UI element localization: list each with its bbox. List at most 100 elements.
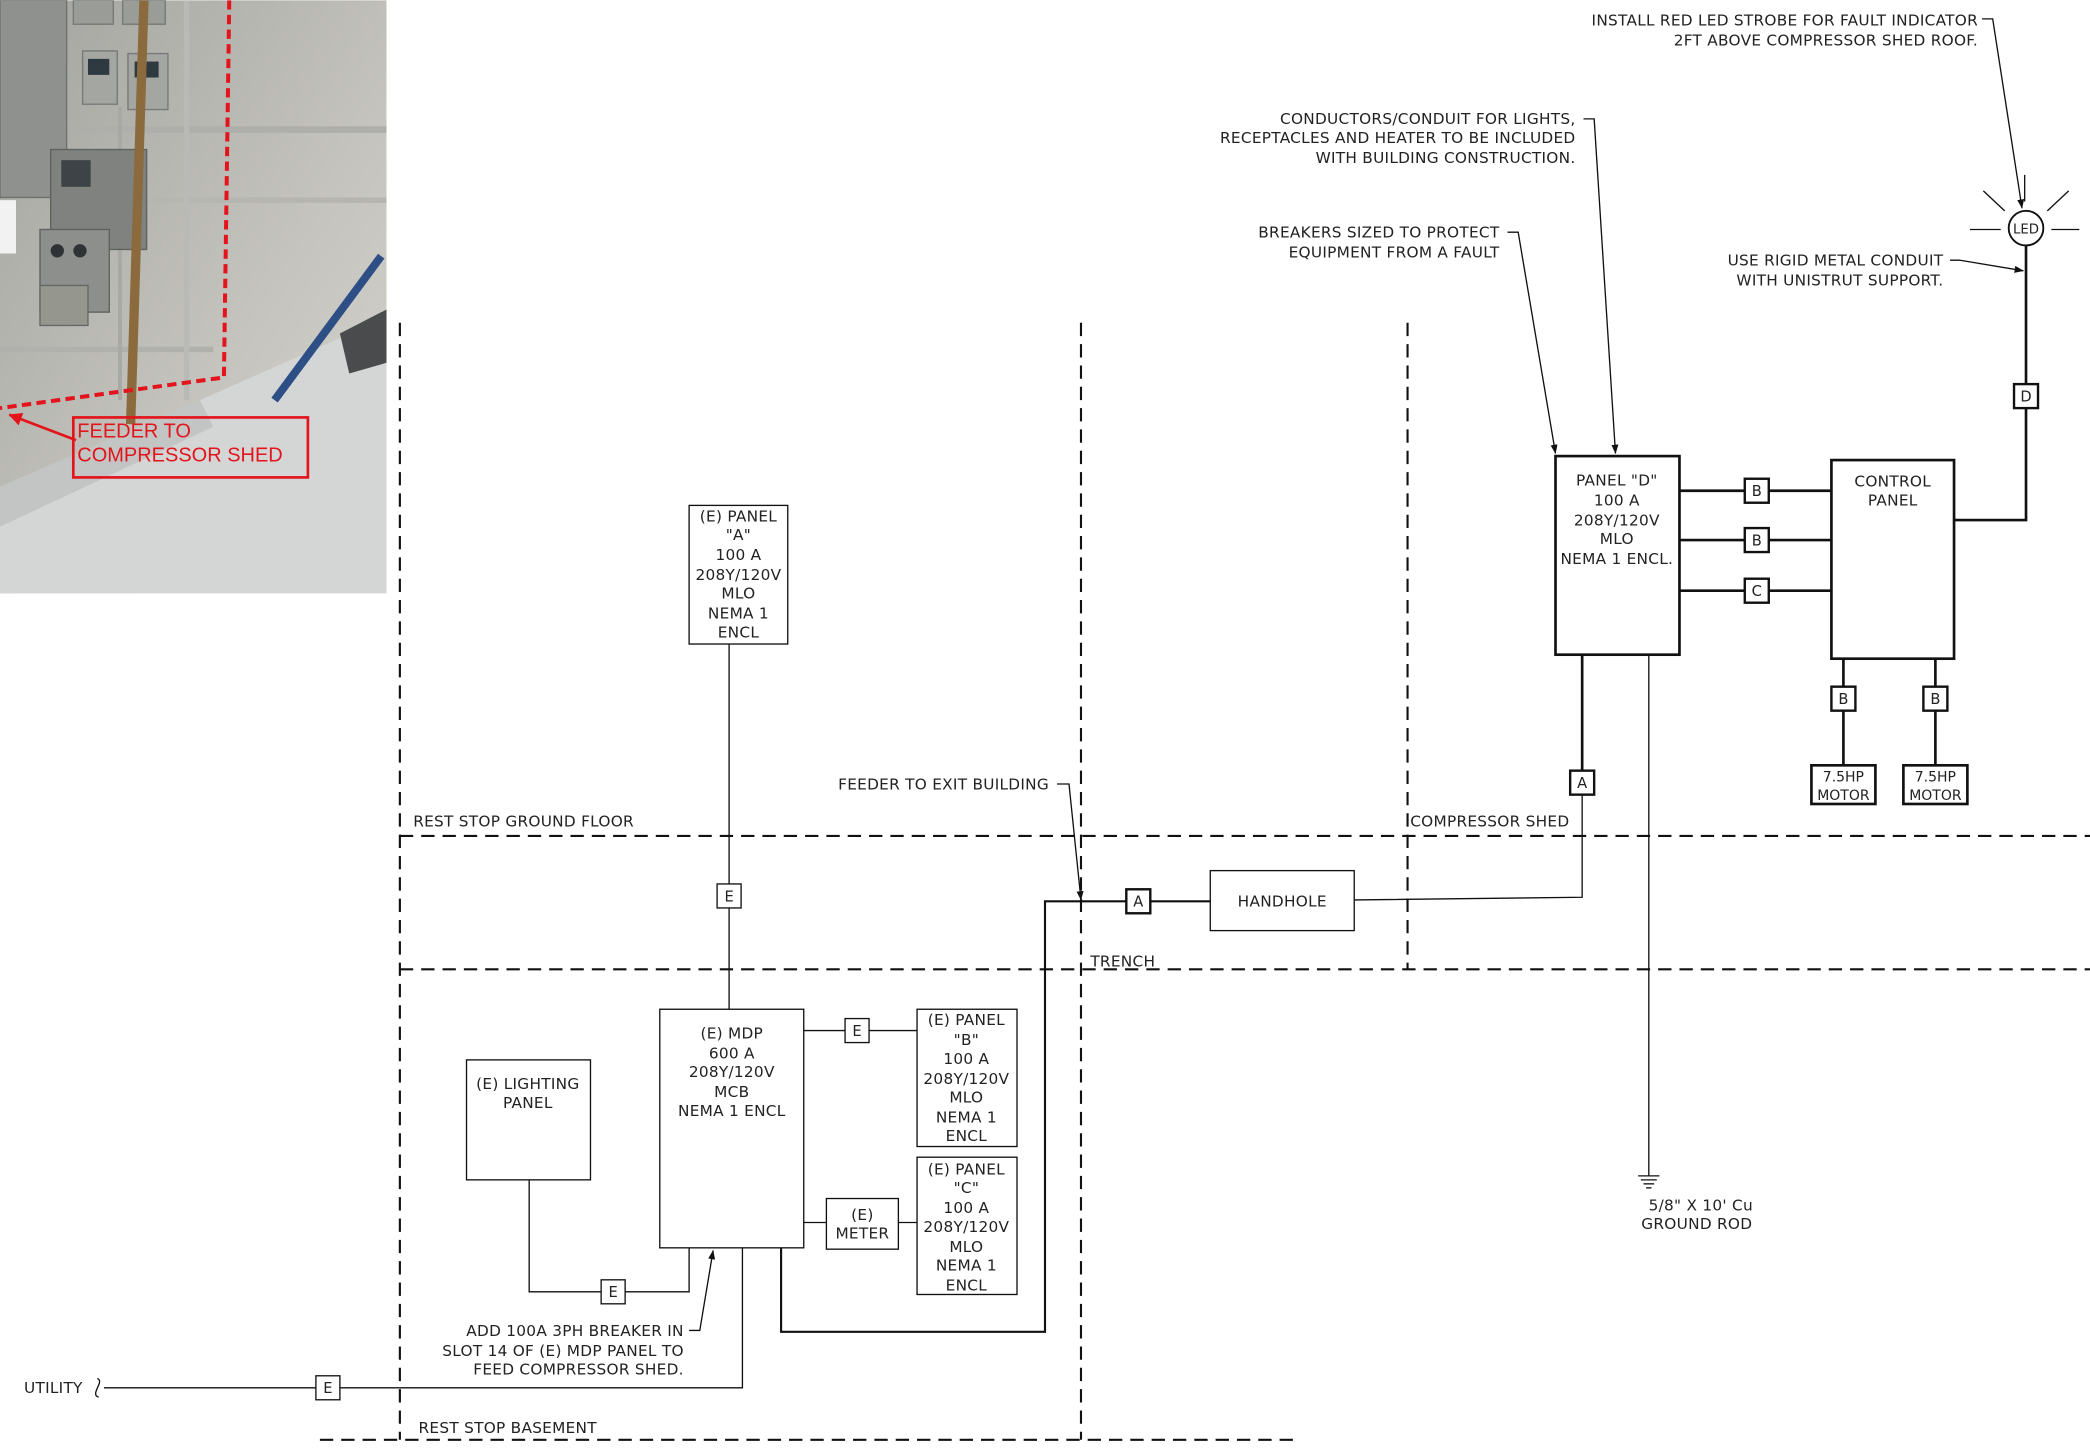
photo-meter-box: [127, 52, 169, 111]
utility-break-symbol: [94, 1377, 101, 1398]
control-panel: CONTROL PANEL: [1830, 458, 1956, 661]
svg-text:WITH UNISTRUT SUPPORT.: WITH UNISTRUT SUPPORT.: [1736, 271, 1943, 289]
photo-floor: [0, 317, 387, 594]
ground-symbol: [1638, 1175, 1660, 1189]
svg-text:EQUIPMENT FROM A FAULT: EQUIPMENT FROM A FAULT: [1289, 243, 1500, 261]
feeder-tag-led: D: [2012, 382, 2040, 410]
feeder-led-strobe: [1954, 245, 2028, 522]
feeder-tag-control-3: C: [1743, 577, 1770, 604]
feeder-tag-motor-1: B: [1830, 685, 1857, 712]
photo-floor-shadow: [0, 400, 214, 527]
svg-text:GROUND ROD: GROUND ROD: [1641, 1215, 1752, 1233]
svg-text:B: B: [1752, 483, 1762, 500]
led-rays-icon: [1970, 174, 2080, 231]
zone-label-basement: REST STOP BASEMENT: [419, 1419, 598, 1437]
svg-text:E: E: [852, 1023, 861, 1040]
svg-text:MLO: MLO: [1600, 530, 1634, 548]
svg-text:PANEL: PANEL: [1868, 491, 1918, 509]
svg-text:208Y/120V: 208Y/120V: [923, 1218, 1009, 1236]
svg-text:7.5HP: 7.5HP: [1915, 769, 1956, 785]
feeder-utility: [103, 1247, 744, 1389]
svg-text:MLO: MLO: [949, 1089, 983, 1107]
svg-text:MLO: MLO: [949, 1238, 983, 1256]
leader-led-strobe: [1982, 18, 2025, 209]
svg-text:7.5HP: 7.5HP: [1823, 769, 1864, 785]
motor-2: 7.5HP MOTOR: [1902, 763, 1969, 806]
photo-boundary: [0, 0, 232, 411]
note-breakers: BREAKERS SIZED TO PROTECT EQUIPMENT FROM…: [1258, 223, 1558, 454]
svg-text:NEMA 1 ENCL: NEMA 1 ENCL: [678, 1102, 786, 1120]
svg-text:SLOT 14 OF (E) MDP PANEL TO: SLOT 14 OF (E) MDP PANEL TO: [442, 1342, 684, 1360]
svg-text:E: E: [609, 1284, 618, 1301]
svg-text:ENCL: ENCL: [946, 1127, 988, 1145]
svg-text:MLO: MLO: [721, 585, 755, 603]
svg-text:B: B: [1752, 532, 1762, 549]
svg-text:METER: METER: [835, 1225, 889, 1243]
svg-text:(E) PANEL: (E) PANEL: [700, 507, 777, 525]
feeder-tag-control-1: B: [1743, 477, 1770, 504]
svg-text:MOTOR: MOTOR: [1909, 788, 1962, 804]
svg-text:NEMA 1: NEMA 1: [936, 1256, 997, 1274]
led-strobe: LED: [1970, 174, 2080, 247]
feeder-tag-trench: A: [1125, 888, 1152, 915]
svg-text:5/8" X 10' Cu: 5/8" X 10' Cu: [1649, 1197, 1753, 1215]
svg-text:ENCL: ENCL: [718, 623, 760, 641]
photo-blue-pole: [271, 253, 385, 403]
lighting-panel: (E) LIGHTING PANEL: [465, 1059, 592, 1181]
photo-switch: [50, 244, 64, 258]
svg-text:PANEL: PANEL: [503, 1094, 553, 1112]
svg-text:BREAKERS SIZED TO PROTECT: BREAKERS SIZED TO PROTECT: [1258, 223, 1500, 241]
svg-text:NEMA 1: NEMA 1: [708, 605, 769, 623]
svg-text:600 A: 600 A: [709, 1045, 755, 1063]
photo-callout-box: [71, 416, 310, 479]
panel-b: (E) PANEL "B" 100 A 208Y/120V MLO NEMA 1…: [916, 1008, 1018, 1148]
note-add-breaker: ADD 100A 3PH BREAKER IN SLOT 14 OF (E) M…: [442, 1249, 716, 1378]
svg-text:NEMA 1: NEMA 1: [936, 1109, 997, 1127]
photo-disconnect-face: [61, 160, 91, 187]
svg-text:ADD 100A 3PH BREAKER IN: ADD 100A 3PH BREAKER IN: [466, 1322, 683, 1340]
svg-text:C: C: [1752, 583, 1762, 600]
svg-text:INSTALL RED LED STROBE FOR FAU: INSTALL RED LED STROBE FOR FAULT INDICAT…: [1592, 12, 1979, 30]
photo-callout-line-2: COMPRESSOR SHED: [77, 444, 282, 466]
svg-text:WITH BUILDING CONSTRUCTION.: WITH BUILDING CONSTRUCTION.: [1316, 149, 1576, 167]
main-distribution-panel: (E) MDP 600 A 208Y/120V MCB NEMA 1 ENCL: [659, 1008, 805, 1249]
leader-conductors: [1583, 118, 1619, 455]
panel-a: (E) PANEL "A" 100 A 208Y/120V MLO NEMA 1…: [688, 504, 789, 645]
svg-text:CONDUCTORS/CONDUIT FOR LIGHTS,: CONDUCTORS/CONDUIT FOR LIGHTS,: [1280, 110, 1575, 128]
svg-text:FEED COMPRESSOR SHED.: FEED COMPRESSOR SHED.: [473, 1360, 684, 1378]
feeder-compressor-shed: [780, 900, 1211, 1333]
photo-switch: [73, 244, 87, 258]
feeder-lighting-panel: [528, 1179, 690, 1293]
svg-text:B: B: [1930, 691, 1940, 708]
svg-text:(E): (E): [851, 1206, 873, 1224]
svg-text:100 A: 100 A: [1594, 491, 1640, 509]
zone-label-trench: TRENCH: [1089, 953, 1155, 971]
meter: (E) METER: [825, 1197, 900, 1250]
note-conductors: CONDUCTORS/CONDUIT FOR LIGHTS, RECEPTACL…: [1220, 110, 1619, 455]
svg-text:HANDHOLE: HANDHOLE: [1238, 893, 1327, 911]
svg-text:ENCL: ENCL: [946, 1276, 988, 1294]
panel-c: (E) PANEL "C" 100 A 208Y/120V MLO NEMA 1…: [916, 1156, 1018, 1296]
svg-text:2FT ABOVE COMPRESSOR SHED ROOF: 2FT ABOVE COMPRESSOR SHED ROOF.: [1674, 32, 1978, 50]
feeder-tag-panel-a: E: [716, 883, 742, 909]
note-ground-rod: 5/8" X 10' Cu GROUND ROD: [1641, 1197, 1753, 1234]
svg-text:100 A: 100 A: [943, 1199, 989, 1217]
svg-text:USE RIGID METAL CONDUIT: USE RIGID METAL CONDUIT: [1728, 251, 1944, 269]
led-label: LED: [2013, 222, 2039, 237]
svg-text:MOTOR: MOTOR: [1817, 788, 1870, 804]
motor-1: 7.5HP MOTOR: [1810, 763, 1877, 806]
svg-text:100 A: 100 A: [943, 1050, 989, 1068]
svg-text:208Y/120V: 208Y/120V: [923, 1070, 1009, 1088]
feeder-tags: E E E E A A B B: [315, 382, 2040, 1401]
svg-text:CONTROL: CONTROL: [1854, 473, 1931, 491]
svg-text:E: E: [724, 888, 733, 905]
photo-copper-pipe: [125, 0, 149, 425]
feeder-handhole-to-panel-d: [1354, 794, 1583, 901]
leader-breakers: [1507, 231, 1558, 454]
svg-text:A: A: [1133, 894, 1143, 911]
svg-text:MCB: MCB: [714, 1083, 749, 1101]
conductor-runs: [94, 245, 2028, 1398]
photo-callout-arrow: [8, 412, 77, 442]
svg-text:B: B: [1838, 691, 1848, 708]
